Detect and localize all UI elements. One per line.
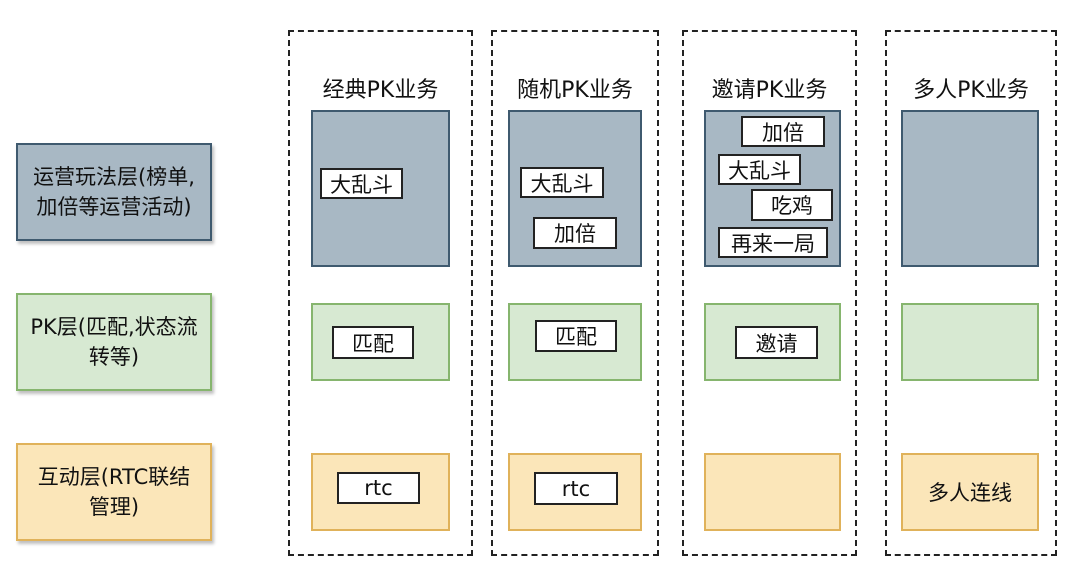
column-title: 经典PK业务	[322, 78, 439, 103]
invite-rtc-box	[704, 453, 841, 531]
classic-pk-column: 经典PK业务	[288, 30, 473, 556]
ops-layer-label: 运营玩法层(榜单, 加倍等运营活动)	[16, 143, 212, 241]
tag-double: 加倍	[741, 116, 825, 147]
tag-match: 匹配	[332, 326, 414, 359]
pk-layer-label: PK层(匹配,状态流 转等)	[16, 293, 212, 391]
random-rtc-box	[508, 453, 642, 531]
column-title: 随机PK业务	[517, 78, 633, 103]
multi-pk-column: 多人PK业务	[885, 30, 1057, 556]
multi-ops-box	[901, 110, 1039, 267]
tag-chicken: 吃鸡	[751, 189, 833, 221]
tag-luandou: 大乱斗	[320, 168, 403, 199]
column-title: 多人PK业务	[913, 78, 1029, 103]
tag-play-again: 再来一局	[718, 227, 828, 258]
tag-luandou: 大乱斗	[520, 167, 604, 198]
multi-pk-box	[901, 303, 1039, 381]
interaction-layer-label: 互动层(RTC联结 管理)	[16, 443, 212, 541]
invite-pk-column: 邀请PK业务	[682, 30, 857, 556]
tag-rtc: rtc	[534, 472, 618, 505]
tag-rtc: rtc	[337, 472, 420, 504]
column-title: 邀请PK业务	[711, 78, 828, 103]
random-pk-column: 随机PK业务	[491, 30, 659, 556]
tag-double: 加倍	[533, 217, 617, 249]
tag-luandou: 大乱斗	[718, 154, 801, 185]
tag-match: 匹配	[535, 320, 617, 352]
multi-link-label: 多人连线	[928, 481, 1012, 505]
multi-rtc-box: 多人连线	[901, 453, 1039, 531]
tag-invite: 邀请	[735, 326, 818, 359]
